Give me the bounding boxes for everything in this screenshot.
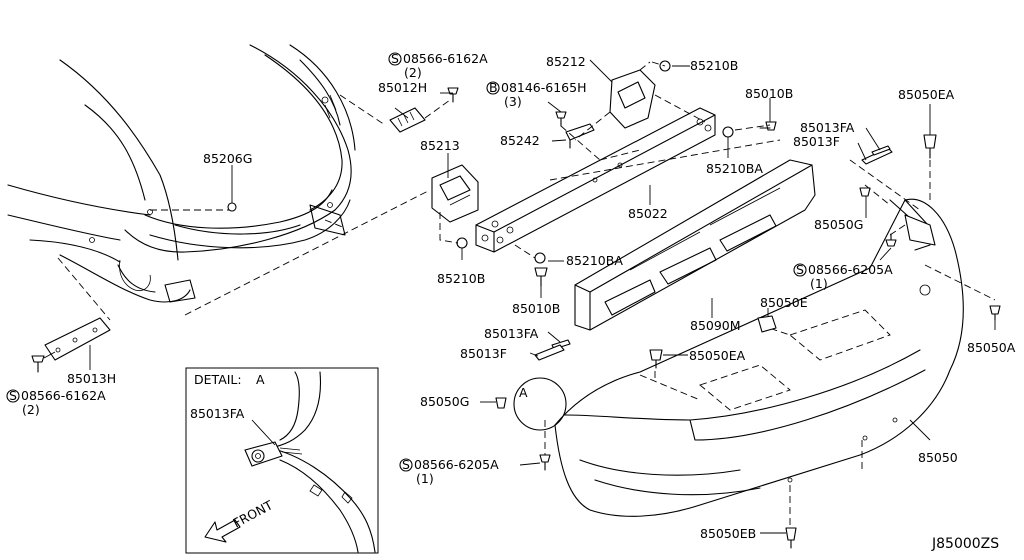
diagram-id: J85000ZS	[931, 536, 999, 552]
label-85050eb: 85050EB	[700, 526, 756, 541]
detail-letter: A	[256, 372, 265, 387]
reinforcement-85022	[475, 107, 716, 253]
label-85212: 85212	[546, 54, 586, 69]
nut-85210ba-top	[722, 126, 734, 138]
label-85050g-left: 85050G	[420, 394, 469, 409]
clip-85012h	[389, 107, 426, 133]
qty-08566-6205a-bottom: (1)	[416, 471, 434, 486]
screw-08566-6162a-bottom	[31, 355, 45, 373]
screw-symbol: S	[391, 51, 399, 66]
clip-85050g-right	[859, 187, 871, 197]
bolt-85010b-mid	[534, 267, 548, 287]
nut-85210ba-mid	[534, 252, 546, 264]
clip-85050ea-top	[923, 134, 937, 159]
label-85210b-top: 85210B	[690, 58, 738, 73]
label-ref-a: A	[519, 385, 528, 400]
label-85013f-mid: 85013F	[460, 346, 507, 361]
clip-85050e	[757, 315, 777, 333]
bolt-symbol: B	[489, 80, 498, 95]
side-retainer	[904, 214, 936, 246]
screw-08566-6205a-right	[885, 233, 897, 247]
label-08566-6162a-top: 08566-6162A	[403, 51, 488, 66]
label-85210ba-top: 85210BA	[706, 161, 763, 176]
label-85050ea-top: 85050EA	[898, 87, 955, 102]
front-arrow-icon	[204, 519, 241, 543]
clip-85050g-left	[495, 397, 507, 409]
label-08146-6165h: 08146-6165H	[501, 80, 587, 95]
label-85013fa-mid: 85013FA	[484, 326, 539, 341]
label-85050e: 85050E	[760, 295, 808, 310]
part-labels: S 08566-6162A (2) 85012H 85206G 85213 85…	[6, 51, 1016, 552]
vehicle-body-illustration	[7, 44, 356, 303]
plate-85013f-mid	[534, 344, 565, 361]
label-85210b-mid: 85210B	[437, 271, 485, 286]
qty-08146-6165h: (3)	[504, 94, 522, 109]
screw-08566-6205a-bottom	[539, 454, 551, 471]
bolt-85010b-top	[759, 121, 777, 131]
label-85050a: 85050A	[967, 340, 1016, 355]
label-85050ea-mid: 85050EA	[689, 348, 746, 363]
detail-title: DETAIL:	[194, 372, 242, 387]
label-85010b-top: 85010B	[745, 86, 793, 101]
label-85013fa-top: 85013FA	[800, 120, 855, 135]
label-08566-6162a-bottom: 08566-6162A	[21, 388, 106, 403]
screw-08566-6162a-top	[447, 87, 459, 103]
label-85050g-right: 85050G	[814, 217, 863, 232]
label-85012h: 85012H	[378, 80, 427, 95]
clip-85206g	[227, 202, 237, 212]
screw-symbol-right: S	[796, 262, 804, 277]
detail-a-panel	[185, 367, 379, 554]
bolt-08146-6165h	[555, 111, 567, 127]
label-85013f-top: 85013F	[793, 134, 840, 149]
label-85022: 85022	[628, 206, 668, 221]
screw-symbol-bottom: S	[402, 457, 410, 472]
label-08566-6205a-bottom: 08566-6205A	[414, 457, 499, 472]
label-85050: 85050	[918, 450, 958, 465]
bracket-85013h	[44, 317, 111, 361]
leader-lines	[89, 59, 996, 534]
clip-85050eb	[785, 527, 797, 549]
qty-08566-6162a-top: (2)	[404, 65, 422, 80]
label-85210ba-mid: 85210BA	[566, 253, 623, 268]
label-85206g: 85206G	[203, 151, 252, 166]
qty-08566-6205a-right: (1)	[810, 276, 828, 291]
screw-symbol-bottom-left: S	[9, 388, 17, 403]
detail-a-marker	[513, 377, 567, 431]
label-85010b-mid: 85010B	[512, 301, 560, 316]
absorber-85090m	[574, 159, 816, 331]
bracket-85212	[609, 69, 656, 129]
label-detail-85013fa: 85013FA	[190, 406, 245, 421]
bumper-fascia-85050	[554, 198, 964, 517]
label-85090m: 85090M	[690, 318, 741, 333]
nut-85210b-mid	[456, 237, 468, 249]
clip-85050ea-mid	[649, 349, 663, 369]
label-85242: 85242	[500, 133, 540, 148]
qty-08566-6162a-bottom: (2)	[22, 402, 40, 417]
bracket-85213	[431, 164, 479, 223]
screw-85050a	[989, 305, 1001, 321]
label-85213: 85213	[420, 138, 460, 153]
plate-85013fa-top	[871, 145, 891, 156]
label-85013h: 85013H	[67, 371, 116, 386]
label-08566-6205a-right: 08566-6205A	[808, 262, 893, 277]
